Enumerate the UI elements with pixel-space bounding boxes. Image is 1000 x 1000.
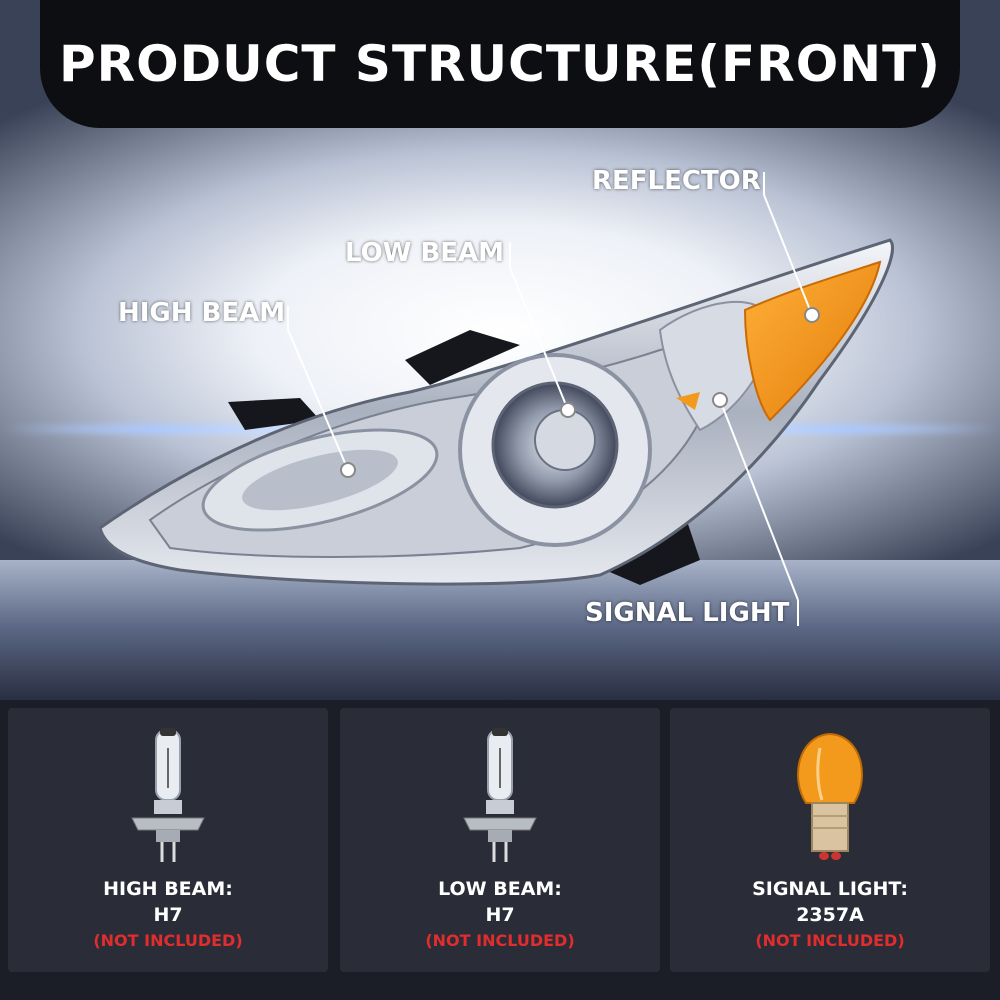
signal-light-callout: SIGNAL LIGHT [585,598,790,628]
card-note: (NOT INCLUDED) [425,931,575,950]
card-note: (NOT INCLUDED) [755,931,905,950]
reflector-callout: REFLECTOR [592,166,761,196]
signal-light-card: SIGNAL LIGHT: 2357A (NOT INCLUDED) [670,708,990,972]
h7-bulb-icon [463,728,537,862]
high-beam-card: HIGH BEAM: H7 (NOT INCLUDED) [8,708,328,972]
low-beam-callout: LOW BEAM [345,238,505,268]
card-spec: H7 [153,904,183,926]
h7-bulb-icon [131,728,205,862]
bulb-spec-cards: HIGH BEAM: H7 (NOT INCLUDED) LOW BEAM: H… [0,700,1000,1000]
headlight-assembly [98,172,894,626]
card-spec: H7 [485,904,515,926]
card-note: (NOT INCLUDED) [93,931,243,950]
card-name: SIGNAL LIGHT: [752,878,908,900]
amber-bulb-icon [797,732,863,860]
low-beam-card: LOW BEAM: H7 (NOT INCLUDED) [340,708,660,972]
floor-reflection [0,560,1000,710]
high-beam-callout: HIGH BEAM [118,298,286,328]
card-name: HIGH BEAM: [103,878,233,900]
card-name: LOW BEAM: [438,878,562,900]
page-title: PRODUCT STRUCTURE(FRONT) [58,35,942,93]
card-spec: 2357A [796,904,864,926]
title-banner: PRODUCT STRUCTURE(FRONT) [40,0,960,128]
